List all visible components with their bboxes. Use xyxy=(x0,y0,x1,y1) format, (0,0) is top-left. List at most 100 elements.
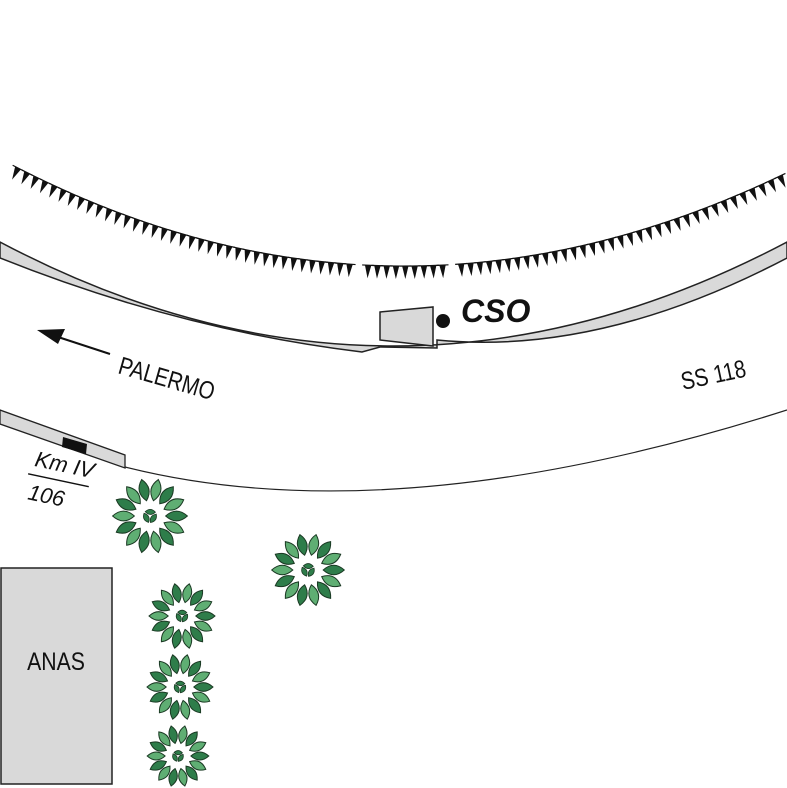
slope-tick xyxy=(692,210,700,225)
slope-tick xyxy=(198,238,205,252)
slope-tick xyxy=(160,227,168,242)
slope-tick xyxy=(729,195,738,210)
slope-tick-cap xyxy=(717,198,730,204)
slope-tick xyxy=(560,248,567,263)
slope-tick-cap xyxy=(764,177,777,184)
slope-tick xyxy=(767,179,777,193)
slope-tick xyxy=(532,254,539,268)
slope-tick-cap xyxy=(774,172,786,180)
slope-tick xyxy=(626,232,634,246)
slope-tick xyxy=(392,265,400,279)
slope-tick xyxy=(673,217,681,231)
slope-tick xyxy=(132,218,141,232)
slope-tick xyxy=(281,256,288,270)
slope-tick-cap xyxy=(708,201,720,208)
road-shoulder-lower xyxy=(0,409,126,469)
station-dot-icon xyxy=(436,314,450,328)
slope-tick-cap xyxy=(679,212,692,218)
slope-tick xyxy=(374,265,381,279)
slope-tick xyxy=(523,255,530,270)
slope-tick xyxy=(777,174,786,188)
tree-icon xyxy=(148,583,216,649)
slope-tick xyxy=(86,200,95,214)
slope-tick xyxy=(216,243,224,257)
slope-tick xyxy=(682,214,691,228)
arrow-left-icon xyxy=(37,329,111,355)
slope-tick xyxy=(272,254,279,269)
slope-tick xyxy=(513,257,521,271)
slope-tick xyxy=(758,183,767,197)
slope-tick xyxy=(327,262,335,276)
slope-tick xyxy=(300,259,307,273)
direction-label: PALERMO xyxy=(115,351,218,406)
km-marker xyxy=(62,437,87,454)
slope-tick-cap xyxy=(689,209,702,215)
slope-tick xyxy=(495,259,502,274)
slope-tick xyxy=(635,229,643,244)
slope-tick xyxy=(383,265,390,279)
slope-tick xyxy=(598,240,605,254)
trees xyxy=(111,478,346,787)
slope-tick xyxy=(123,215,132,229)
slope-tick xyxy=(439,264,446,279)
slope-tick xyxy=(21,171,31,185)
slope-tick xyxy=(179,233,187,247)
slope-tick xyxy=(58,188,67,202)
slope-tick-cap xyxy=(39,178,52,185)
slope-tick xyxy=(663,220,672,235)
tree-icon xyxy=(270,533,346,607)
slope-tick xyxy=(142,221,150,235)
slope-tick xyxy=(151,224,159,239)
slope-tick xyxy=(114,211,122,225)
slope-tick-cap xyxy=(30,173,42,181)
slope-tick-cap xyxy=(745,185,758,192)
slope-tick xyxy=(364,265,372,279)
slope-tick-cap xyxy=(58,187,70,194)
slope-tick xyxy=(430,265,437,279)
slope-tick xyxy=(616,235,624,249)
slope-tick xyxy=(226,245,233,259)
slope-tick xyxy=(77,196,86,211)
anas-building xyxy=(0,567,113,785)
slope-tick xyxy=(701,207,710,221)
road-edge-upper xyxy=(0,241,787,353)
slope-tick-cap xyxy=(736,190,749,196)
slope-tick xyxy=(654,223,662,238)
slope-tick-cap xyxy=(755,181,767,188)
slope-tick xyxy=(263,253,270,267)
slope-tick xyxy=(67,192,76,206)
slope-tick xyxy=(711,203,719,217)
slope-tick xyxy=(188,235,196,250)
station-label: CSO xyxy=(461,293,530,329)
slope-tick xyxy=(570,246,577,261)
slope-tick xyxy=(748,187,757,201)
slope-tick-cap xyxy=(21,169,33,176)
slope-tick-cap xyxy=(436,264,449,266)
slope-tick xyxy=(253,251,261,265)
slope-tick xyxy=(49,184,58,198)
slope-tick-cap xyxy=(698,205,711,212)
slope-tick xyxy=(645,226,653,241)
km-bottom-label: 106 xyxy=(26,480,68,512)
road-edge-lower xyxy=(124,409,787,492)
tree-icon xyxy=(146,654,214,720)
slope-tick-cap xyxy=(727,194,739,200)
slope-tick xyxy=(485,261,493,275)
slope-tick xyxy=(476,262,483,276)
slope-tick-cap xyxy=(343,263,356,266)
slope-tick-cap xyxy=(48,182,61,189)
slope-tick xyxy=(309,260,316,274)
slope-tick xyxy=(551,250,558,265)
slope-tick xyxy=(411,265,418,279)
slope-tick xyxy=(207,240,214,255)
slope-tick xyxy=(402,266,409,280)
slope-tick xyxy=(290,257,298,272)
slope-tick xyxy=(318,261,325,275)
building-label: ANAS xyxy=(27,647,85,675)
slope-tick xyxy=(12,166,21,180)
slope-tick xyxy=(104,208,113,222)
slope-tick xyxy=(39,180,49,194)
slope-tick xyxy=(607,237,614,252)
slope-tick xyxy=(244,249,251,263)
